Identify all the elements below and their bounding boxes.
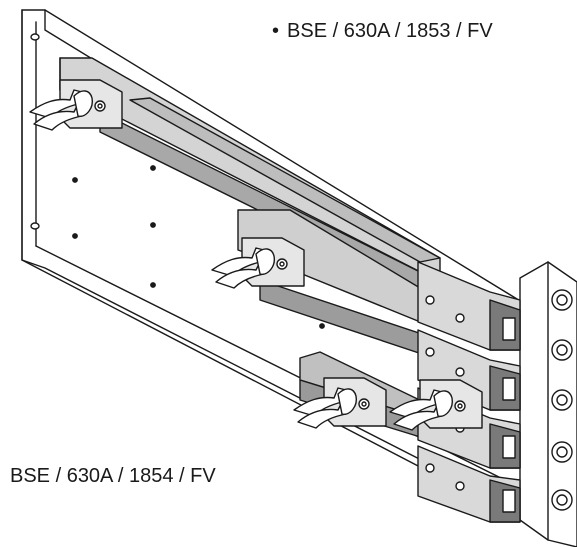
clamp-top-left [29,79,123,131]
terminal-ring [551,489,573,511]
clamp-middle [211,237,305,289]
clamp-bottom-right [389,379,483,431]
terminal-ring [551,389,573,411]
clamp-bottom-left [293,377,387,429]
terminal-ring [551,441,573,463]
side-bracket [519,261,577,547]
connection-block [417,261,521,351]
connection-block [417,445,521,523]
label-bse-1853-text: BSE / 630A / 1853 / FV [287,20,493,42]
label-bse-1853: • BSE / 630A / 1853 / FV [272,20,493,43]
terminal-ring [551,289,573,311]
terminal-ring [551,339,573,361]
label-bse-1854: BSE / 630A / 1854 / FV [10,465,216,487]
bullet-mark: • [272,20,280,42]
